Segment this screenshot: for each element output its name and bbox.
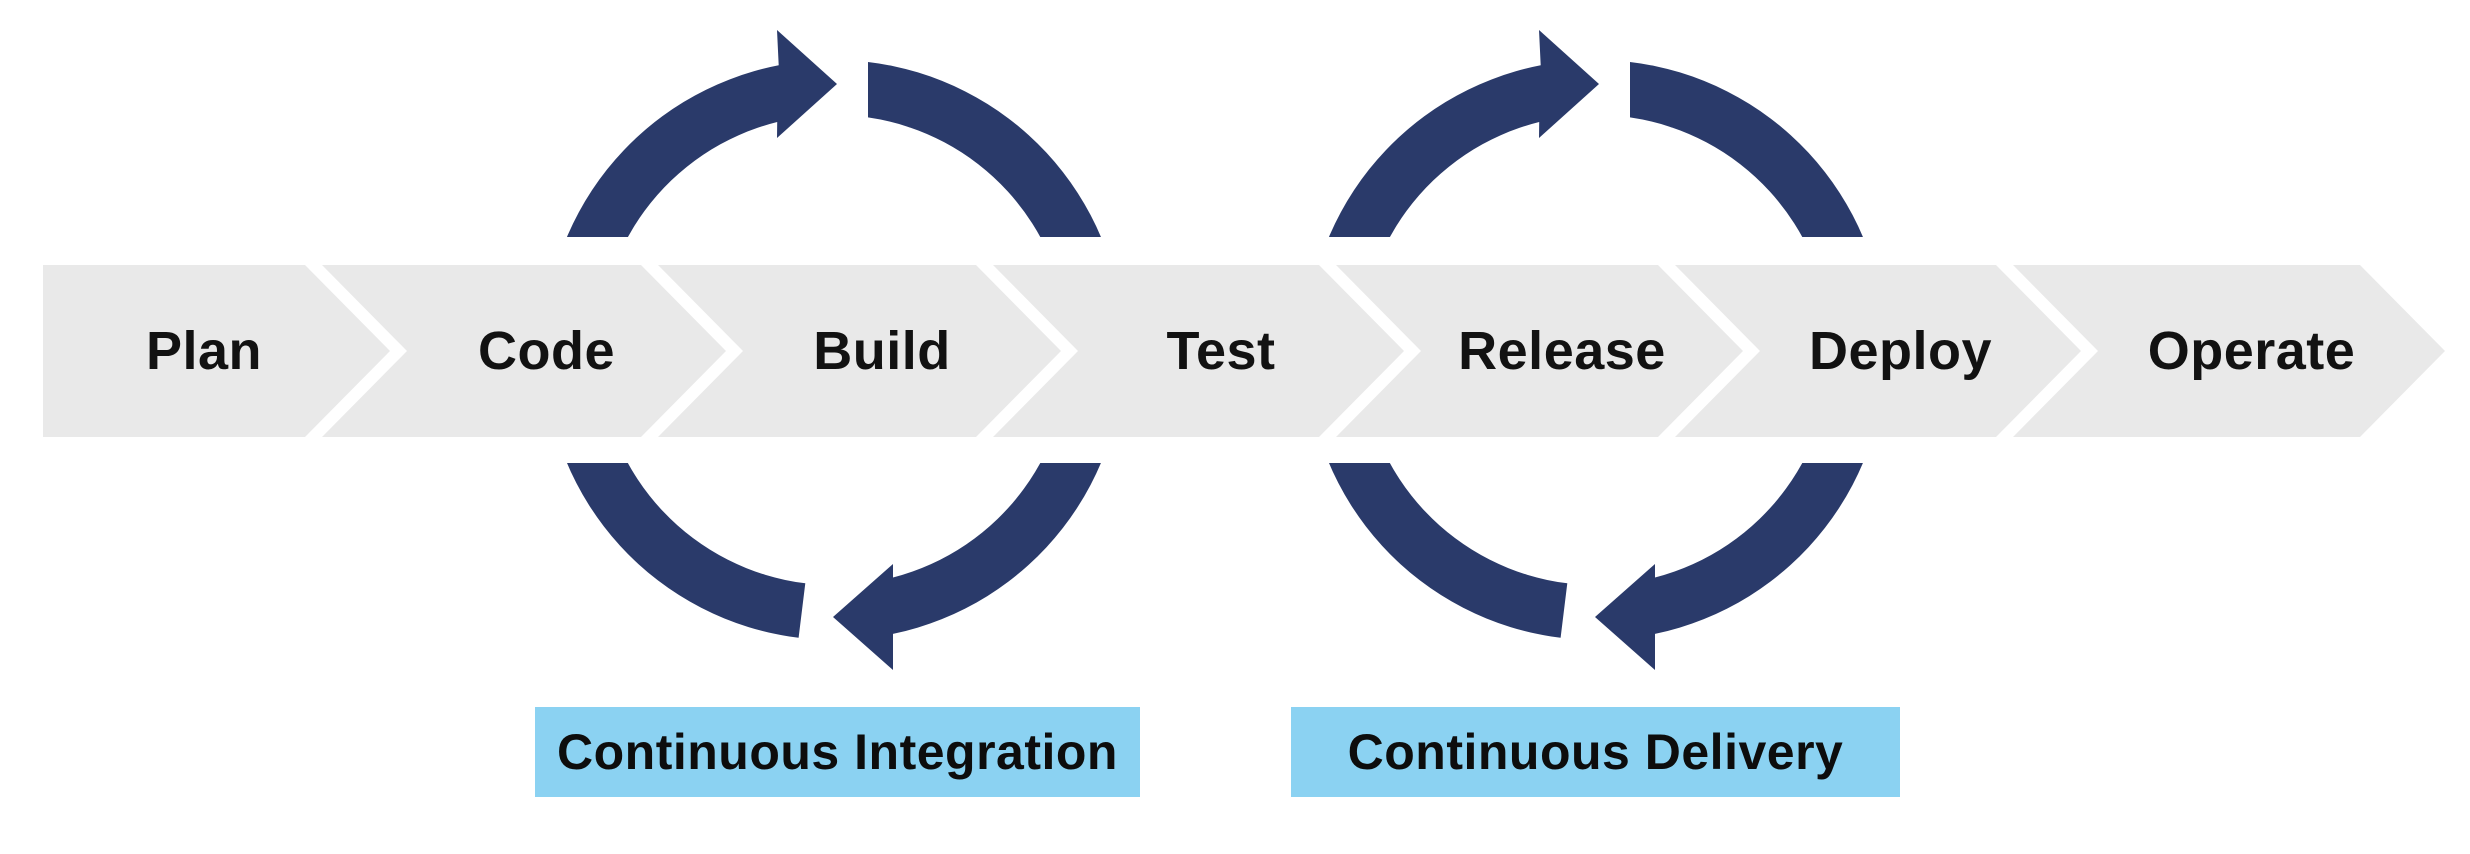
continuous-integration-label: Continuous Integration — [535, 707, 1140, 797]
continuous-delivery-label: Continuous Delivery — [1291, 707, 1900, 797]
loop-arc-right-with-bottom-arrowhead — [1595, 62, 1886, 670]
stage-deploy: Deploy — [1675, 265, 2081, 437]
continuous-delivery-loop-icon — [1306, 30, 1886, 670]
loop-arc-right-with-bottom-arrowhead — [833, 62, 1124, 670]
stage-plan: Plan — [43, 265, 390, 437]
loop-arc-left-with-top-arrowhead — [1306, 30, 1599, 638]
continuous-integration-loop-icon — [544, 30, 1124, 670]
loop-arc-left-with-top-arrowhead — [544, 30, 837, 638]
